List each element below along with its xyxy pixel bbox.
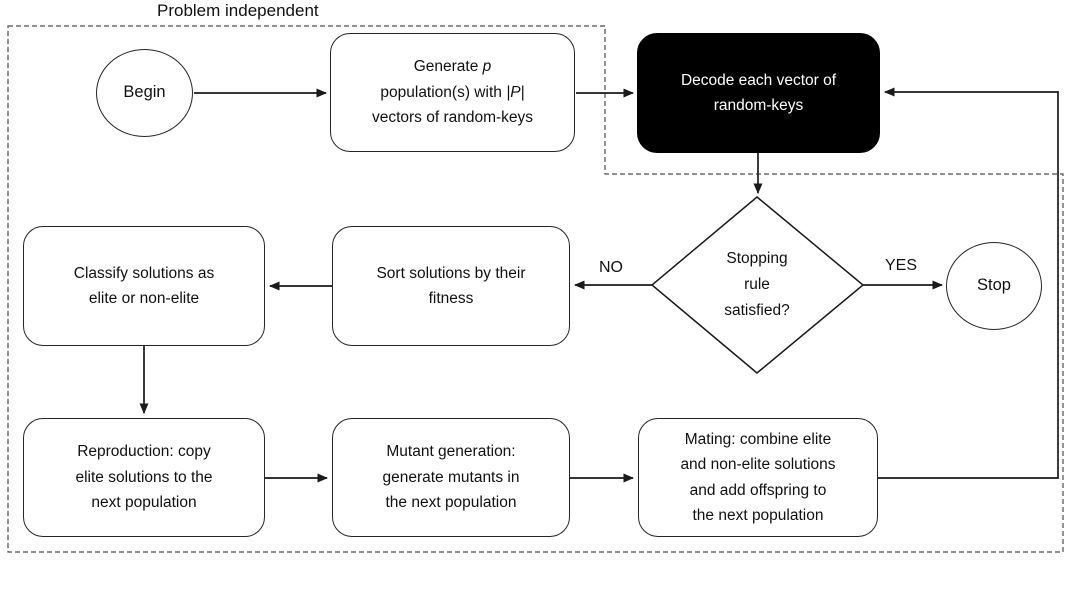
arrow-mating-to-decode-feedback [878, 87, 1059, 479]
problem-independent-region-outline [7, 25, 1064, 553]
flow-arrows [139, 87, 1059, 483]
edge-label-yes: YES [884, 257, 917, 274]
decision-diamond-shape [650, 196, 865, 374]
edge-label-no: NO [599, 259, 623, 276]
node-stop: Stop [946, 242, 1042, 330]
region-label: Problem independent [157, 1, 319, 20]
node-begin: Begin [96, 49, 193, 137]
